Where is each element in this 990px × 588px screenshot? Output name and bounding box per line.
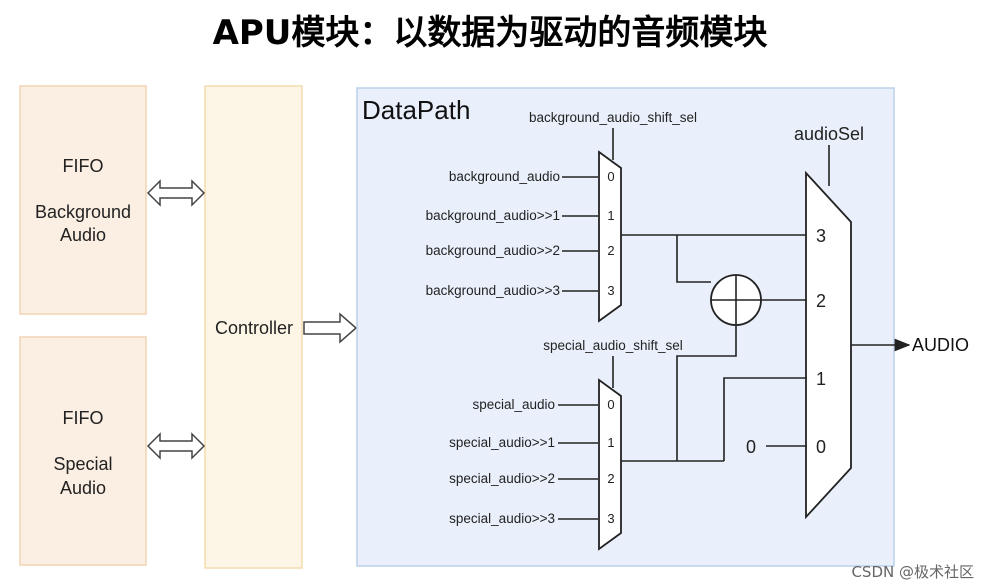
special-input-2-label: special_audio>>2 bbox=[449, 471, 555, 486]
background-port-1: 1 bbox=[607, 208, 614, 223]
const-zero-input: 0 bbox=[746, 437, 756, 457]
background-port-0: 0 bbox=[607, 169, 614, 184]
audio-output-label: AUDIO bbox=[912, 335, 969, 355]
fifo-background-block: FIFO Background Audio bbox=[19, 85, 147, 315]
special-mux-shape bbox=[598, 378, 622, 551]
audio-port-0: 0 bbox=[816, 437, 826, 457]
audio-port-3: 3 bbox=[816, 226, 826, 246]
controller-label: Controller bbox=[215, 318, 293, 338]
fifo-background-line1: FIFO bbox=[63, 156, 104, 176]
special-input-0-label: special_audio bbox=[472, 397, 555, 412]
special-port-2: 2 bbox=[607, 471, 614, 486]
background-mux-shape bbox=[598, 150, 622, 323]
fifo-special-block: FIFO Special Audio bbox=[19, 336, 147, 566]
audio-sel-label: audioSel bbox=[794, 124, 864, 144]
fifo-special-line1: FIFO bbox=[63, 408, 104, 428]
sp-to-adder-wire bbox=[676, 325, 737, 461]
page-title: APU模块：以数据为驱动的音频模块 bbox=[213, 13, 768, 53]
datapath-wiring bbox=[621, 145, 911, 462]
audio-port-1: 1 bbox=[816, 369, 826, 389]
special-shift-sel-label: special_audio_shift_sel bbox=[543, 338, 683, 353]
watermark-text: CSDN @极术社区 bbox=[851, 563, 974, 581]
special-port-3: 3 bbox=[607, 511, 614, 526]
background-input-3-label: background_audio>>3 bbox=[426, 283, 560, 298]
special-port-0: 0 bbox=[607, 397, 614, 412]
background-input-2-label: background_audio>>2 bbox=[426, 243, 560, 258]
fifo-special-line2: Special bbox=[53, 454, 112, 474]
controller-to-datapath-arrow bbox=[303, 312, 358, 344]
audio-port-2: 2 bbox=[816, 291, 826, 311]
audio-mux-shape bbox=[805, 170, 852, 520]
datapath-label: DataPath bbox=[362, 95, 470, 125]
fifo-special-line3: Audio bbox=[60, 478, 106, 498]
background-input-1-label: background_audio>>1 bbox=[426, 208, 560, 223]
background-shift-mux: background_audio_shift_sel background_au… bbox=[426, 110, 697, 323]
special-input-1-label: special_audio>>1 bbox=[449, 435, 555, 450]
adder-symbol bbox=[710, 274, 762, 326]
audio-select-mux: audioSel 3 2 1 0 0 bbox=[746, 124, 864, 520]
datapath-block: DataPath bbox=[356, 87, 895, 567]
special-port-1: 1 bbox=[607, 435, 614, 450]
controller-block: Controller bbox=[204, 85, 303, 569]
background-port-2: 2 bbox=[607, 243, 614, 258]
fifo-background-line3: Audio bbox=[60, 225, 106, 245]
sp-to-port1-wire bbox=[723, 377, 806, 461]
special-shift-mux: special_audio_shift_sel special_audio sp… bbox=[449, 338, 683, 551]
bg-to-adder-wire bbox=[676, 235, 711, 283]
fifo-special-link-arrow bbox=[146, 432, 206, 460]
background-shift-sel-label: background_audio_shift_sel bbox=[529, 110, 697, 125]
background-input-0-label: background_audio bbox=[449, 169, 560, 184]
fifo-background-line2: Background bbox=[35, 202, 131, 222]
fifo-background-link-arrow bbox=[146, 179, 206, 207]
background-port-3: 3 bbox=[607, 283, 614, 298]
special-input-3-label: special_audio>>3 bbox=[449, 511, 555, 526]
